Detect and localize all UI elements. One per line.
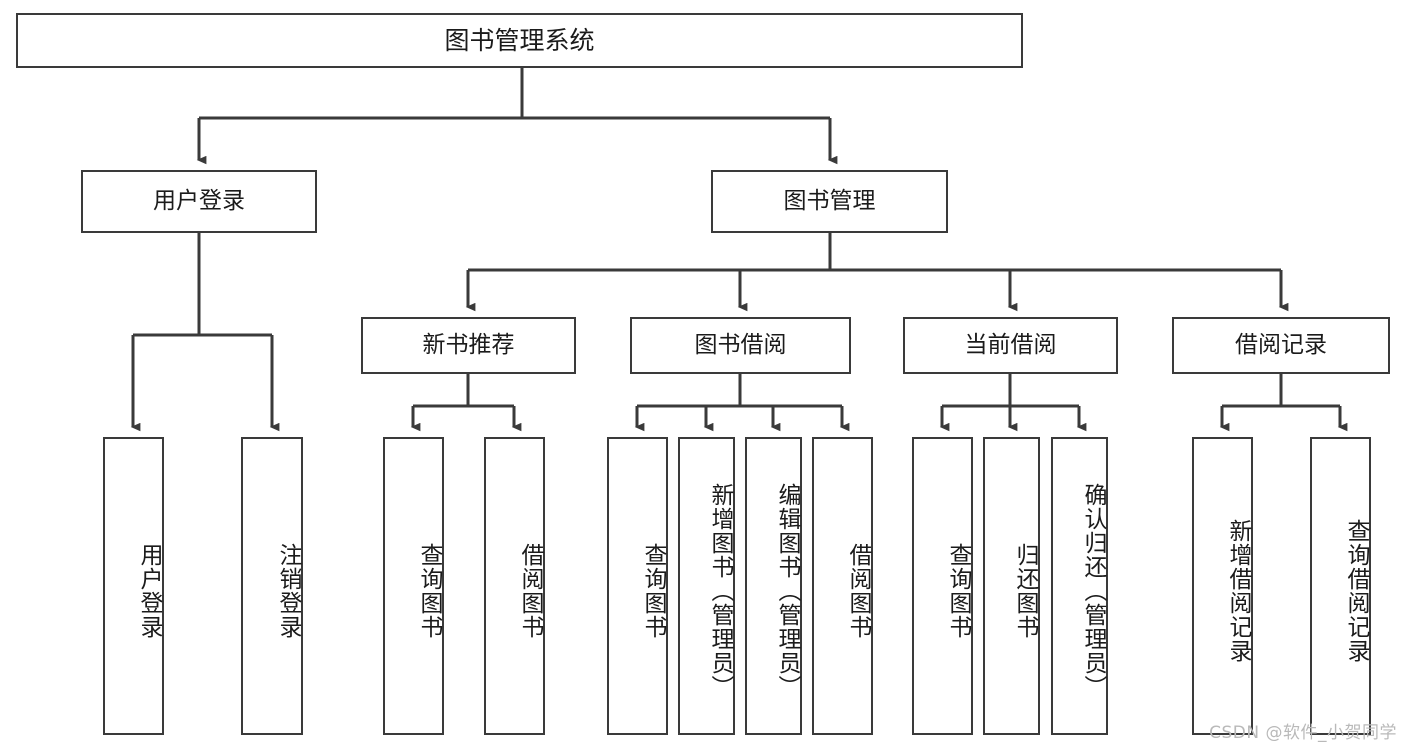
node-label: 图书管理 xyxy=(783,187,876,214)
leaf-recommend-query-book[interactable]: 查询图书 xyxy=(383,437,444,735)
node-label: 查询图书 xyxy=(640,543,666,639)
leaf-borrow-add-book[interactable]: 新增图书（管理员） xyxy=(678,437,735,735)
node-label: 查询图书 xyxy=(945,543,971,639)
leaf-borrow-edit-book[interactable]: 编辑图书（管理员） xyxy=(745,437,802,735)
node-root-system[interactable]: 图书管理系统 xyxy=(16,13,1023,68)
node-label: 用户登录 xyxy=(153,187,245,214)
node-label: 借阅图书 xyxy=(517,543,543,639)
node-borrow-record[interactable]: 借阅记录 xyxy=(1172,317,1390,374)
node-label: 查询图书 xyxy=(416,543,442,639)
node-label: 注销登录 xyxy=(275,543,301,639)
node-label: 图书管理系统 xyxy=(444,25,595,55)
leaf-user-login[interactable]: 用户登录 xyxy=(103,437,164,735)
node-label: 当前借阅 xyxy=(964,331,1057,358)
node-current-borrow[interactable]: 当前借阅 xyxy=(903,317,1118,374)
node-label: 编辑图书（管理员） xyxy=(774,483,800,699)
leaf-record-add-record[interactable]: 新增借阅记录 xyxy=(1192,437,1253,735)
leaf-recommend-borrow-book[interactable]: 借阅图书 xyxy=(484,437,545,735)
node-new-book-recommend[interactable]: 新书推荐 xyxy=(361,317,576,374)
node-label: 查询借阅记录 xyxy=(1343,519,1369,663)
node-user-login[interactable]: 用户登录 xyxy=(81,170,317,233)
node-label: 用户登录 xyxy=(136,543,162,639)
leaf-borrow-query-book[interactable]: 查询图书 xyxy=(607,437,668,735)
node-label: 归还图书 xyxy=(1012,543,1038,639)
leaf-record-query-record[interactable]: 查询借阅记录 xyxy=(1310,437,1371,735)
node-label: 确认归还（管理员） xyxy=(1080,483,1106,699)
node-label: 新增借阅记录 xyxy=(1225,519,1251,663)
leaf-current-return-book[interactable]: 归还图书 xyxy=(983,437,1040,735)
leaf-current-query-book[interactable]: 查询图书 xyxy=(912,437,973,735)
node-label: 图书借阅 xyxy=(694,331,787,358)
leaf-current-confirm-return[interactable]: 确认归还（管理员） xyxy=(1051,437,1108,735)
node-book-management[interactable]: 图书管理 xyxy=(711,170,948,233)
node-label: 借阅记录 xyxy=(1235,331,1327,358)
node-label: 借阅图书 xyxy=(845,543,871,639)
node-label: 新书推荐 xyxy=(422,331,515,358)
watermark: CSDN @软件_小贺同学 xyxy=(1209,723,1397,743)
leaf-borrow-borrow-book[interactable]: 借阅图书 xyxy=(812,437,873,735)
leaf-user-logout[interactable]: 注销登录 xyxy=(241,437,303,735)
node-book-borrow[interactable]: 图书借阅 xyxy=(630,317,851,374)
node-label: 新增图书（管理员） xyxy=(707,483,733,699)
